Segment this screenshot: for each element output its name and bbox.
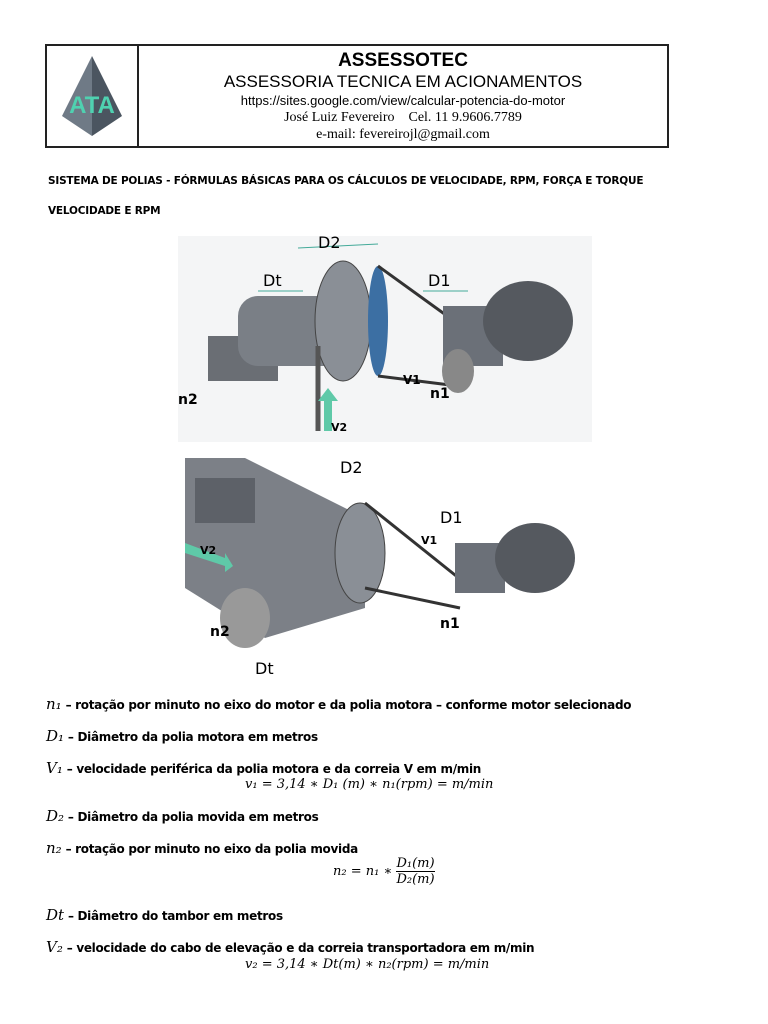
label-d2: D2: [318, 236, 341, 252]
hoist-pulley-figure: D2 Dt D1 n2 n1 V1 V2: [178, 236, 592, 442]
company-name: ASSESSOTEC: [338, 50, 468, 71]
label-dt-b: Dt: [255, 659, 274, 674]
formula-v2: v₂ = 3,14 ∗ Dt(m) ∗ n₂(rpm) = m/min: [245, 957, 490, 972]
ata-logo: ATA: [47, 46, 139, 146]
label-v1: V1: [403, 373, 421, 387]
label-dt: Dt: [263, 271, 282, 290]
label-v2-b: V2: [200, 544, 216, 557]
label-n2: n2: [178, 392, 198, 408]
def-v2: V₂ – velocidade do cabo de elevação e da…: [46, 938, 535, 956]
formula-n2: n₂ = n₁ ∗ D₁(m)D₂(m): [333, 856, 435, 887]
letterhead: ATA ASSESSOTEC ASSESSORIA TECNICA EM ACI…: [45, 44, 669, 148]
formula-v1: v₁ = 3,14 ∗ D₁ (m) ∗ n₁(rpm) = m/min: [245, 777, 494, 792]
def-v1: V₁ – velocidade periférica da polia moto…: [46, 759, 482, 777]
label-v2: V2: [331, 421, 347, 434]
label-n2-b: n2: [210, 624, 230, 640]
def-n2: n₂ – rotação por minuto no eixo da polia…: [46, 839, 358, 857]
def-d1: D₁ – Diâmetro da polia motora em metros: [46, 727, 318, 745]
def-d2: D₂ – Diâmetro da polia movida em metros: [46, 807, 319, 825]
doc-title: SISTEMA DE POLIAS - FÓRMULAS BÁSICAS PAR…: [48, 175, 644, 187]
label-n1: n1: [430, 386, 450, 402]
label-d2-b: D2: [340, 458, 363, 477]
label-d1: D1: [428, 271, 451, 290]
def-dt: Dt – Diâmetro do tambor em metros: [46, 906, 283, 924]
email[interactable]: e-mail: fevereirojl@gmail.com: [316, 127, 490, 142]
svg-text:ATA: ATA: [69, 92, 115, 119]
label-n1-b: n1: [440, 616, 460, 632]
company-subtitle: ASSESSORIA TECNICA EM ACIONAMENTOS: [223, 72, 583, 91]
company-url[interactable]: https://sites.google.com/view/calcular-p…: [240, 93, 566, 108]
label-d1-b: D1: [440, 508, 463, 527]
def-n1: n₁ – rotação por minuto no eixo do motor…: [46, 695, 632, 713]
conveyor-pulley-figure: D2 D1 Dt n2 n1 V1 V2: [185, 458, 591, 674]
section-heading: VELOCIDADE E RPM: [48, 205, 161, 217]
contact: José Luiz Fevereiro Cel. 11 9.9606.7789: [284, 110, 522, 125]
label-v1-b: V1: [421, 534, 437, 547]
